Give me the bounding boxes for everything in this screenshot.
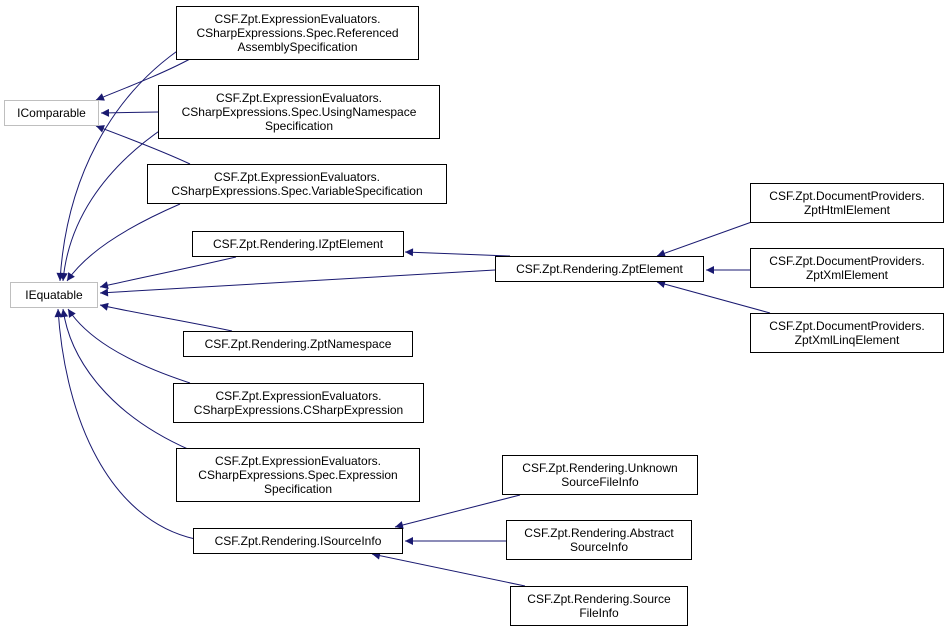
node-abstract-source-info[interactable]: CSF.Zpt.Rendering.Abstract SourceInfo (506, 520, 692, 560)
node-label: CSF.Zpt.Rendering.ZptNamespace (204, 337, 392, 351)
node-label: IEquatable (25, 288, 83, 302)
node-referenced-assembly-specification[interactable]: CSF.Zpt.ExpressionEvaluators. CSharpExpr… (176, 6, 419, 60)
edge-zpt-element-to-iequatable (99, 269, 496, 297)
node-expression-specification[interactable]: CSF.Zpt.ExpressionEvaluators. CSharpExpr… (176, 448, 420, 502)
node-label: CSF.Zpt.DocumentProviders. ZptXmlElement (769, 254, 925, 282)
node-zpt-html-element[interactable]: CSF.Zpt.DocumentProviders. ZptHtmlElemen… (750, 183, 944, 223)
edge-ref-asm-to-icomparable (95, 58, 191, 101)
node-label: CSF.Zpt.Rendering.Source FileInfo (527, 592, 671, 620)
edge-isource-info-to-iequatable (54, 308, 196, 540)
node-isource-info[interactable]: CSF.Zpt.Rendering.ISourceInfo (193, 528, 403, 554)
node-zpt-element[interactable]: CSF.Zpt.Rendering.ZptElement (495, 256, 704, 282)
edge-csharp-expr-to-iequatable (67, 308, 191, 384)
node-label: CSF.Zpt.ExpressionEvaluators. CSharpExpr… (181, 91, 417, 133)
node-label: CSF.Zpt.DocumentProviders. ZptHtmlElemen… (769, 189, 925, 217)
node-variable-specification[interactable]: CSF.Zpt.ExpressionEvaluators. CSharpExpr… (147, 164, 447, 204)
edge-expr-spec-to-iequatable (60, 308, 191, 451)
edge-var-spec-to-iequatable (66, 203, 181, 282)
node-zpt-namespace[interactable]: CSF.Zpt.Rendering.ZptNamespace (183, 331, 413, 357)
node-source-file-info[interactable]: CSF.Zpt.Rendering.Source FileInfo (510, 586, 688, 626)
edge-using-ns-to-iequatable (59, 124, 169, 282)
node-label: CSF.Zpt.ExpressionEvaluators. CSharpExpr… (196, 12, 399, 54)
node-using-namespace-specification[interactable]: CSF.Zpt.ExpressionEvaluators. CSharpExpr… (158, 85, 440, 139)
node-zpt-xml-linq-element[interactable]: CSF.Zpt.DocumentProviders. ZptXmlLinqEle… (750, 313, 944, 353)
node-label: CSF.Zpt.ExpressionEvaluators. CSharpExpr… (198, 454, 398, 496)
node-label: CSF.Zpt.ExpressionEvaluators. CSharpExpr… (171, 170, 423, 198)
edge-unknown-src-to-isource-info (394, 494, 521, 529)
node-label: CSF.Zpt.Rendering.Unknown SourceFileInfo (522, 461, 678, 489)
node-csharp-expression[interactable]: CSF.Zpt.ExpressionEvaluators. CSharpExpr… (173, 383, 424, 423)
node-zpt-xml-element[interactable]: CSF.Zpt.DocumentProviders. ZptXmlElement (750, 248, 944, 288)
node-label: IComparable (17, 106, 86, 120)
node-label: CSF.Zpt.Rendering.ZptElement (516, 262, 683, 276)
edge-var-spec-to-icomparable (95, 125, 191, 165)
node-label: CSF.Zpt.DocumentProviders. ZptXmlLinqEle… (769, 319, 925, 347)
node-label: CSF.Zpt.Rendering.ISourceInfo (214, 534, 382, 548)
edge-zpt-element-to-izpt-element (404, 248, 511, 257)
node-icomparable: IComparable (4, 100, 99, 126)
node-label: CSF.Zpt.ExpressionEvaluators. CSharpExpr… (193, 389, 404, 417)
node-izpt-element[interactable]: CSF.Zpt.Rendering.IZptElement (192, 231, 404, 257)
node-label: CSF.Zpt.Rendering.Abstract SourceInfo (524, 526, 674, 554)
edge-using-ns-to-icomparable (100, 108, 159, 117)
node-iequatable: IEquatable (10, 282, 98, 308)
edge-source-file-to-isource-info (371, 551, 526, 587)
node-unknown-source-file-info[interactable]: CSF.Zpt.Rendering.Unknown SourceFileInfo (502, 455, 698, 495)
edge-ref-asm-to-iequatable (56, 44, 187, 282)
edge-izpt-element-to-iequatable (99, 256, 237, 290)
edge-zpt-namespace-to-iequatable (99, 302, 233, 332)
node-label: CSF.Zpt.Rendering.IZptElement (212, 237, 384, 251)
edge-html-element-to-zpt-element (656, 218, 761, 258)
edge-xml-linq-element-to-zpt-element (656, 280, 771, 314)
